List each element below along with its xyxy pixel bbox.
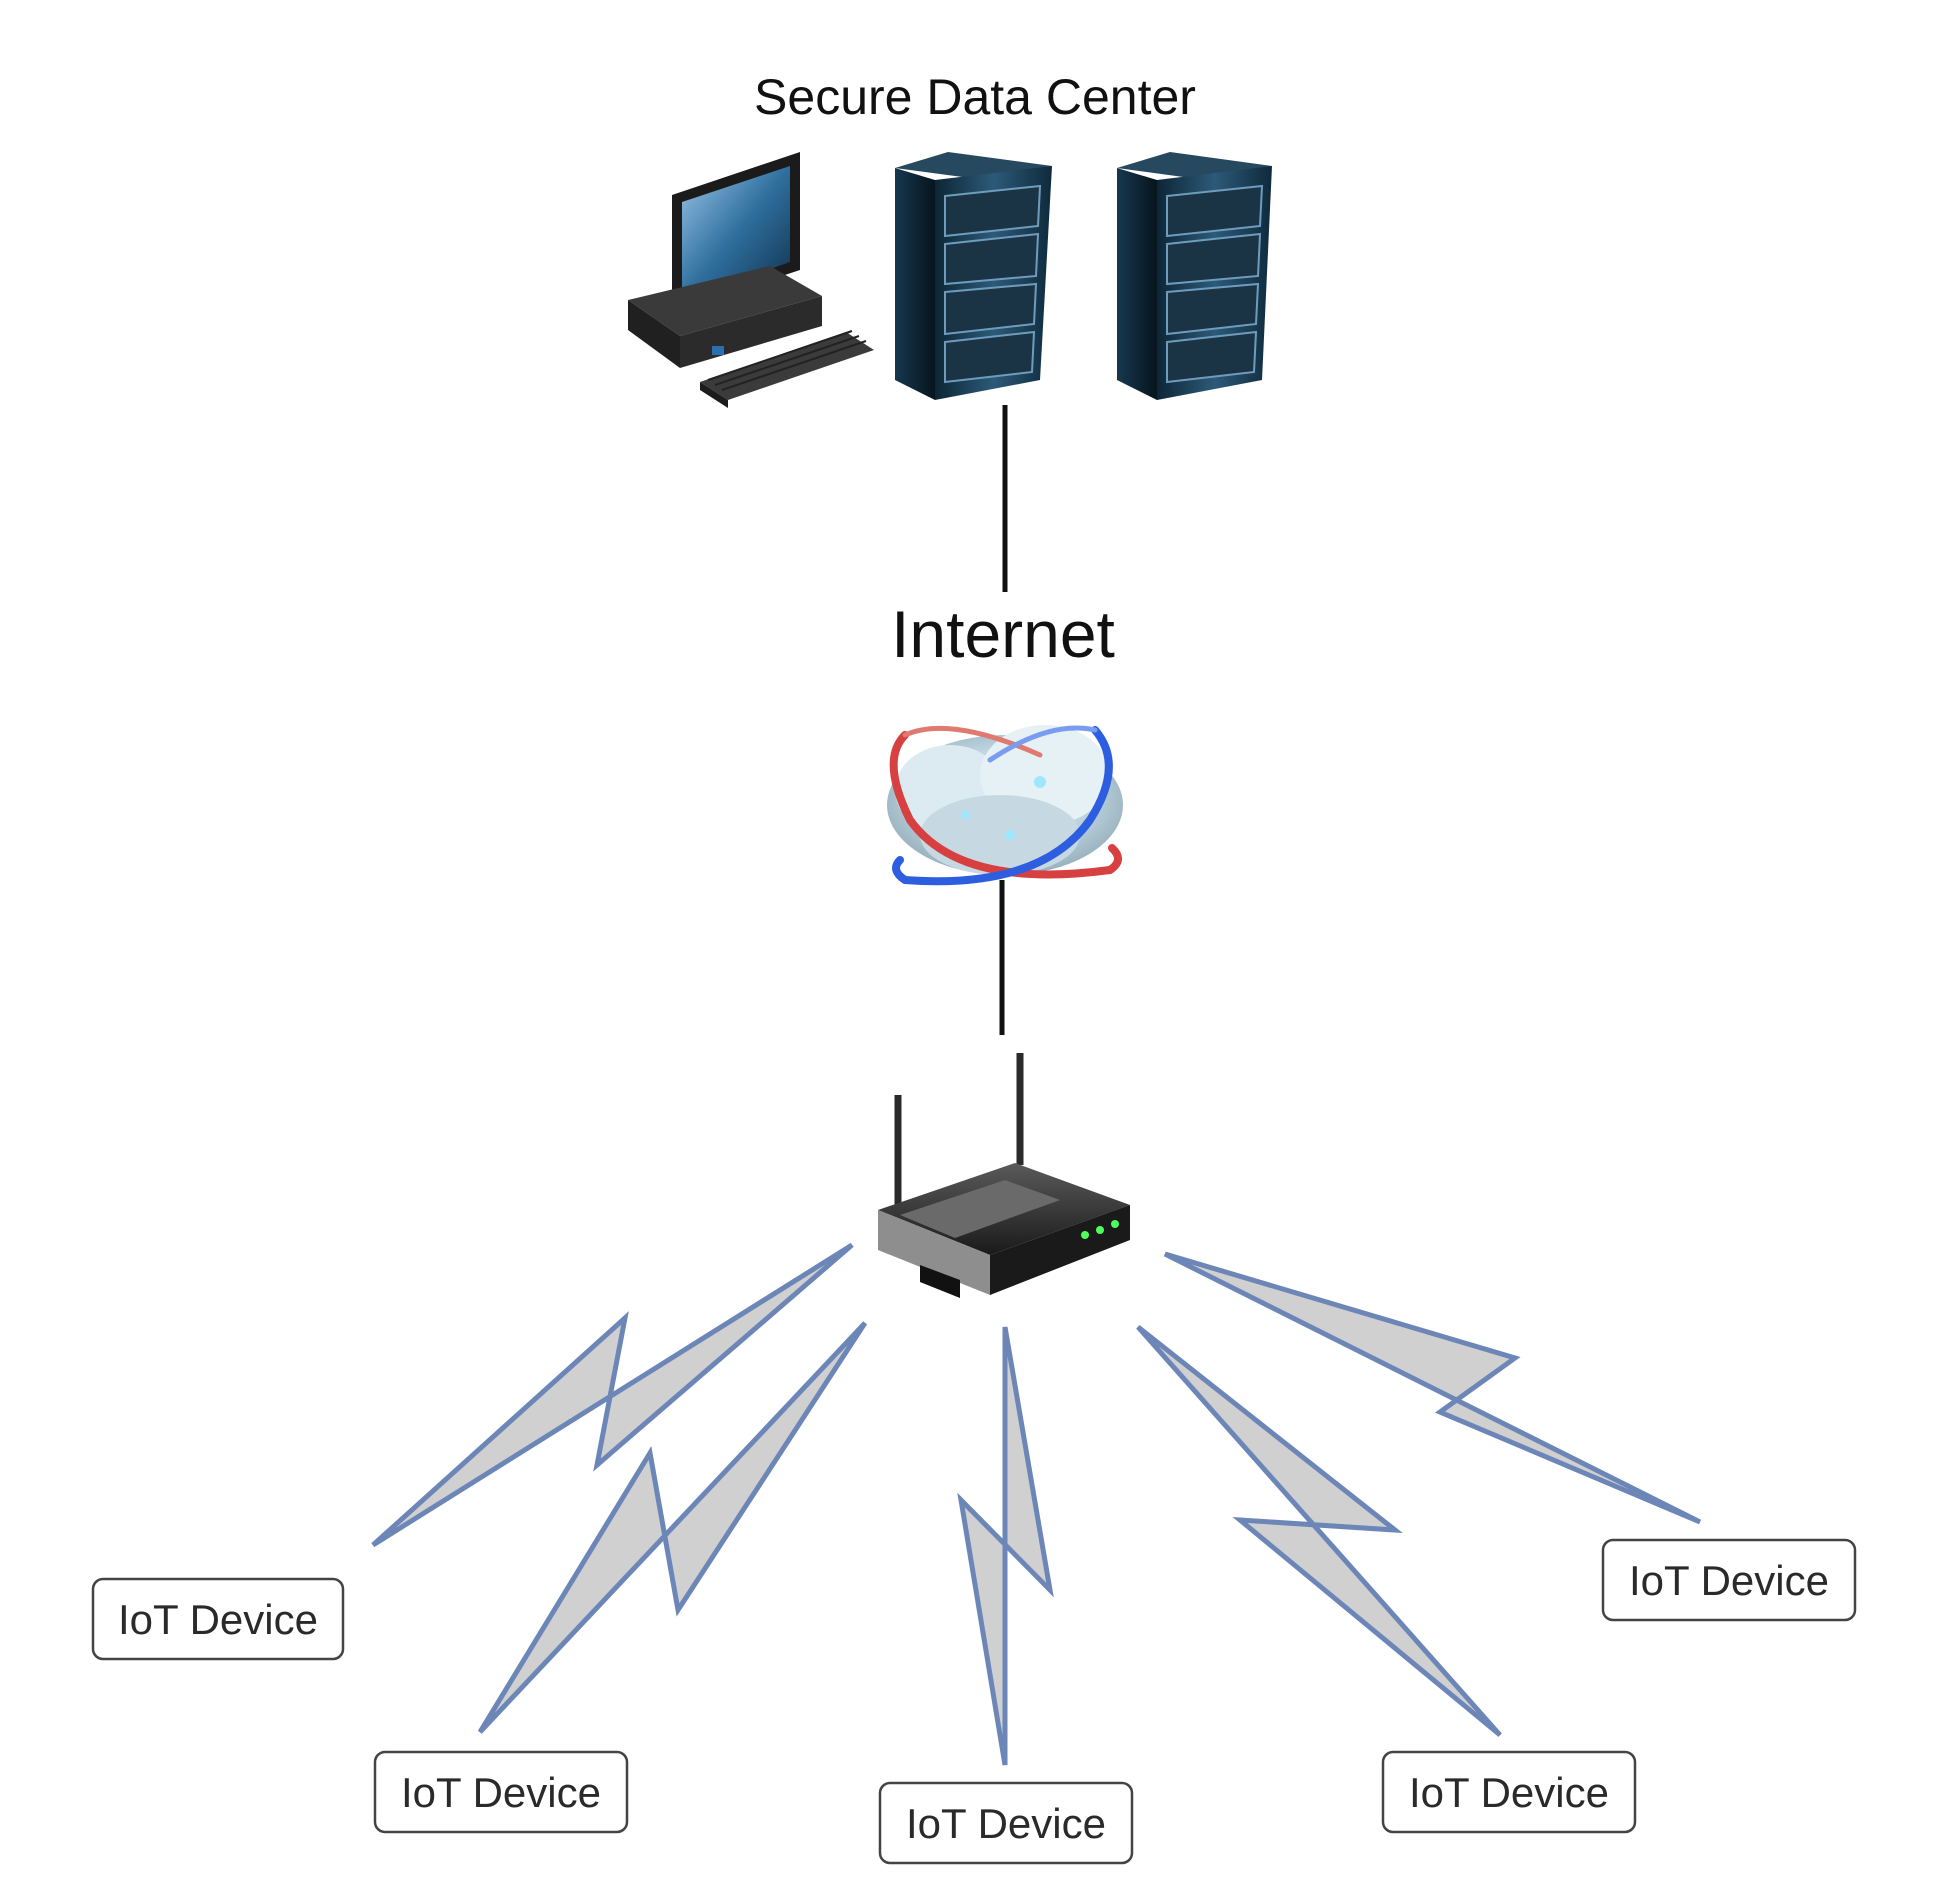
wireless-link-5 — [1163, 1251, 1702, 1525]
iot-device-5: IoT Device — [1601, 1538, 1857, 1622]
data-center-title: Secure Data Center — [754, 69, 1196, 125]
wireless-router-icon — [878, 1053, 1130, 1298]
iot-device-3: IoT Device — [878, 1781, 1134, 1865]
desktop-computer-icon — [628, 152, 874, 408]
iot-device-label: IoT Device — [118, 1596, 318, 1643]
iot-device-label: IoT Device — [1409, 1769, 1609, 1816]
wireless-link-3 — [957, 1326, 1054, 1766]
iot-device-1: IoT Device — [91, 1577, 345, 1661]
cloud-globe-icon — [887, 725, 1123, 886]
iot-device-label: IoT Device — [1629, 1557, 1829, 1604]
server-rack-icon — [1117, 152, 1272, 400]
server-rack-icon — [895, 152, 1052, 400]
iot-device-label: IoT Device — [906, 1800, 1106, 1847]
wireless-link-1 — [371, 1242, 854, 1548]
iot-device-2: IoT Device — [373, 1750, 629, 1834]
iot-device-label: IoT Device — [401, 1769, 601, 1816]
internet-label: Internet — [891, 597, 1115, 671]
wireless-link-4 — [1136, 1325, 1502, 1737]
wireless-link-2 — [477, 1321, 868, 1734]
iot-device-4: IoT Device — [1381, 1750, 1637, 1834]
